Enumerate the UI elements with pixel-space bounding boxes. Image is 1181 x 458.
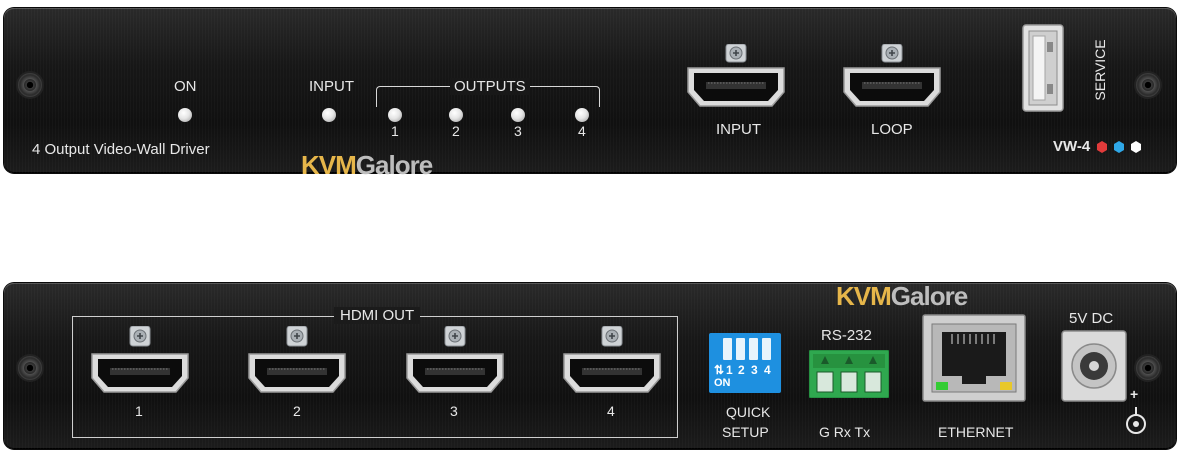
service-label: SERVICE xyxy=(1092,39,1108,101)
on-led xyxy=(178,108,192,122)
dip-toggle-4[interactable] xyxy=(762,338,771,360)
dip-toggle-1[interactable] xyxy=(723,338,732,360)
rear-right-mounting-screw-icon xyxy=(1136,356,1160,380)
dip-number-2: 2 xyxy=(738,363,745,377)
output-led-4 xyxy=(575,108,589,122)
usb-service-port-icon[interactable] xyxy=(1022,24,1064,117)
hdmi-out-port-1-icon[interactable] xyxy=(88,326,192,398)
power-polarity-icon xyxy=(1124,407,1148,440)
output-number-2: 2 xyxy=(452,123,460,139)
dip-on-label: ON xyxy=(714,377,731,389)
output-number-4: 4 xyxy=(578,123,586,139)
power-label: 5V DC xyxy=(1069,310,1114,327)
dc-power-jack-icon[interactable] xyxy=(1061,330,1127,407)
ethernet-label: ETHERNET xyxy=(938,424,1014,440)
front-panel: ON INPUT OUTPUTS 1 2 3 4 4 Output Video-… xyxy=(4,8,1176,173)
power-polarity-label: + xyxy=(1130,386,1139,402)
rs232-pin-labels: G Rx Tx xyxy=(819,424,871,440)
quick-label: QUICK xyxy=(726,404,771,420)
output-number-3: 3 xyxy=(514,123,522,139)
watermark-front: KVMGalore xyxy=(301,150,433,180)
hdmi-input-label: INPUT xyxy=(716,121,761,138)
watermark-rear: KVMGalore xyxy=(836,281,968,311)
rs232-label: RS-232 xyxy=(821,327,872,344)
hdmi-loop-port-icon[interactable] xyxy=(840,44,944,112)
dip-number-1: 1 xyxy=(726,363,733,377)
hdmi-out-port-4-icon[interactable] xyxy=(560,326,664,398)
hdmi-out-port-3-icon[interactable] xyxy=(403,326,507,398)
output-led-2 xyxy=(449,108,463,122)
on-label: ON xyxy=(174,78,197,95)
left-mounting-screw-icon xyxy=(18,73,42,97)
dip-toggle-2[interactable] xyxy=(736,338,745,360)
output-led-1 xyxy=(388,108,402,122)
hdmi-input-port-icon[interactable] xyxy=(684,44,788,112)
hdmi-out-port-2-icon[interactable] xyxy=(245,326,349,398)
output-led-3 xyxy=(511,108,525,122)
device-description: 4 Output Video-Wall Driver xyxy=(32,141,210,158)
model-color-dots-icon xyxy=(1095,140,1151,159)
hdmi-out-label: HDMI OUT xyxy=(334,307,421,324)
hdmi-out-number-3: 3 xyxy=(450,403,458,419)
rear-panel: HDMI OUT 1 2 xyxy=(4,283,1176,449)
setup-label: SETUP xyxy=(722,424,769,440)
dip-toggle-3[interactable] xyxy=(749,338,758,360)
hdmi-loop-label: LOOP xyxy=(871,121,913,138)
input-led xyxy=(322,108,336,122)
dip-number-4: 4 xyxy=(764,363,771,377)
dip-number-3: 3 xyxy=(751,363,758,377)
quick-setup-dip-switch[interactable]: ⇅ 1 2 3 4 ON xyxy=(709,333,781,393)
rs232-terminal-block-icon[interactable] xyxy=(808,349,890,403)
model-label: VW-4 xyxy=(1053,138,1091,155)
right-mounting-screw-icon xyxy=(1136,73,1160,97)
hdmi-out-number-4: 4 xyxy=(607,403,615,419)
dip-arrow-icon: ⇅ xyxy=(714,363,725,377)
ethernet-port-icon[interactable] xyxy=(922,314,1026,407)
output-number-1: 1 xyxy=(391,123,399,139)
input-led-label: INPUT xyxy=(309,78,354,95)
rear-left-mounting-screw-icon xyxy=(18,356,42,380)
hdmi-out-number-1: 1 xyxy=(135,403,143,419)
outputs-label: OUTPUTS xyxy=(450,78,530,95)
hdmi-out-number-2: 2 xyxy=(293,403,301,419)
